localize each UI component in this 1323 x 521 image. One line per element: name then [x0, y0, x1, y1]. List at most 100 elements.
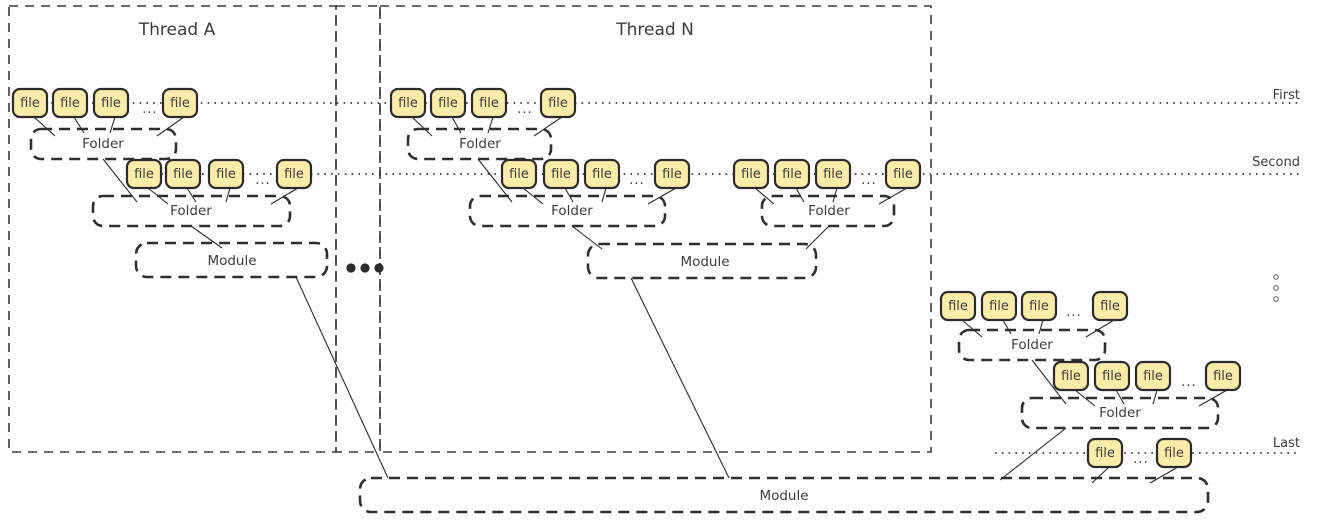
thread-a-title: Thread A — [138, 20, 216, 40]
file-label: file — [548, 96, 568, 111]
thread-a-boundary — [8, 5, 337, 453]
module-node[interactable] — [358, 476, 1210, 514]
file-node[interactable]: file — [1134, 360, 1172, 392]
file-label: file — [438, 96, 458, 111]
file-node[interactable]: file — [125, 158, 163, 190]
file-node[interactable]: file — [470, 87, 508, 119]
trailing-row1-files: file file file ... file — [939, 290, 1129, 322]
file-node[interactable]: file — [389, 87, 427, 119]
row-label-last: Last — [1273, 436, 1300, 451]
thread-n-row2a-files: file file file ... file — [500, 158, 691, 190]
file-label: file — [1061, 369, 1081, 384]
file-label: file — [662, 167, 682, 182]
file-node[interactable]: file — [275, 158, 313, 190]
thread-a-row2-files: file file file ... file — [125, 158, 313, 190]
trailing-row1-connectors — [961, 319, 1115, 338]
file-label: file — [1143, 369, 1163, 384]
thread-n-module-connectors — [571, 225, 830, 479]
inline-ellipsis: ... — [1133, 452, 1148, 467]
trailing-row2-files: file file file ... file — [1052, 360, 1242, 392]
folder-node[interactable] — [957, 328, 1107, 362]
thread-a-row2-connectors — [102, 158, 299, 205]
file-node[interactable]: file — [1020, 290, 1058, 322]
trailing-row2-connectors — [1031, 359, 1228, 407]
folder-node[interactable] — [760, 194, 896, 228]
file-node[interactable]: file — [583, 158, 621, 190]
thread-n-row1-files: file file file ... file — [389, 87, 577, 119]
inline-ellipsis: ... — [861, 173, 876, 188]
row-label-first: First — [1273, 88, 1300, 103]
bottom-module-connectors — [999, 427, 1179, 484]
file-label: file — [823, 167, 843, 182]
file-label: file — [134, 167, 154, 182]
file-node[interactable]: file — [732, 158, 770, 190]
thread-a-module-connectors — [190, 225, 389, 479]
file-node[interactable]: file — [542, 158, 580, 190]
vertical-ellipsis-icon — [1273, 274, 1279, 302]
folder-label: Folder — [1099, 405, 1141, 421]
file-label: file — [479, 96, 499, 111]
inline-ellipsis: ... — [1066, 305, 1081, 320]
file-node[interactable]: file — [500, 158, 538, 190]
module-label: Module — [680, 254, 729, 270]
module-label: Module — [207, 253, 256, 269]
thread-n-row2a-connectors — [477, 158, 677, 205]
file-label: file — [101, 96, 121, 111]
file-label: file — [551, 167, 571, 182]
thread-a-row1-connectors — [33, 116, 185, 137]
file-node[interactable]: file — [773, 158, 811, 190]
thread-separator-boundary — [335, 5, 381, 453]
module-label: Module — [759, 488, 808, 504]
trailing-last-row-files: file ... file — [1086, 437, 1193, 469]
file-node[interactable]: file — [1052, 360, 1090, 392]
inline-ellipsis: ... — [629, 173, 644, 188]
file-node[interactable]: file — [207, 158, 245, 190]
inline-ellipsis: ... — [517, 102, 532, 117]
file-label: file — [1095, 446, 1115, 461]
file-node[interactable]: file — [539, 87, 577, 119]
file-node[interactable]: file — [814, 158, 852, 190]
file-node[interactable]: file — [1204, 360, 1242, 392]
file-node[interactable]: file — [1091, 290, 1129, 322]
folder-node[interactable] — [29, 127, 178, 161]
file-node[interactable]: file — [1155, 437, 1193, 469]
file-node[interactable]: file — [92, 87, 130, 119]
file-label: file — [592, 167, 612, 182]
file-node[interactable]: file — [11, 87, 49, 119]
folder-label: Folder — [551, 203, 593, 219]
file-label: file — [741, 167, 761, 182]
folder-label: Folder — [808, 203, 850, 219]
thread-n-boundary — [379, 5, 932, 453]
thread-n-title: Thread N — [615, 20, 694, 40]
file-label: file — [284, 167, 304, 182]
file-label: file — [60, 96, 80, 111]
folder-label: Folder — [170, 203, 212, 219]
file-label: file — [216, 167, 236, 182]
thread-n-row1-connectors — [411, 116, 563, 137]
file-node[interactable]: file — [429, 87, 467, 119]
file-label: file — [509, 167, 529, 182]
file-node[interactable]: file — [1086, 437, 1124, 469]
threads-ellipsis-icon — [346, 263, 384, 273]
file-label: file — [1029, 299, 1049, 314]
folder-label: Folder — [82, 136, 124, 152]
file-node[interactable]: file — [980, 290, 1018, 322]
inline-ellipsis: ... — [255, 173, 270, 188]
file-node[interactable]: file — [939, 290, 977, 322]
file-label: file — [20, 96, 40, 111]
thread-n-row2b-files: file file file ... file — [732, 158, 922, 190]
file-node[interactable]: file — [653, 158, 691, 190]
file-node[interactable]: file — [884, 158, 922, 190]
file-label: file — [782, 167, 802, 182]
file-label: file — [173, 167, 193, 182]
file-node[interactable]: file — [161, 87, 199, 119]
file-node[interactable]: file — [164, 158, 202, 190]
file-label: file — [1100, 299, 1120, 314]
file-node[interactable]: file — [1093, 360, 1131, 392]
file-label: file — [1102, 369, 1122, 384]
file-node[interactable]: file — [51, 87, 89, 119]
inline-ellipsis: ... — [142, 102, 157, 117]
file-label: file — [398, 96, 418, 111]
folder-node[interactable] — [406, 127, 553, 161]
